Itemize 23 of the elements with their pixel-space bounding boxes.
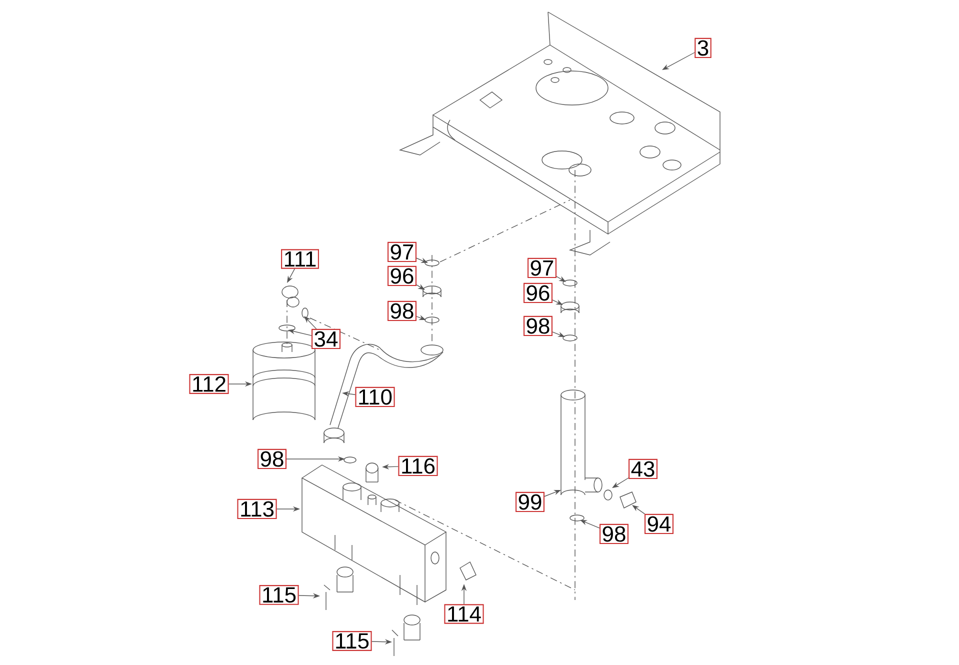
callout-number: 43 — [628, 458, 658, 480]
callout-number: 3 — [694, 38, 712, 58]
callout-number: 34 — [312, 328, 340, 350]
callout-number: 112 — [189, 374, 229, 394]
callout-number: 116 — [398, 456, 438, 476]
callout-number: 114 — [444, 604, 484, 624]
callout-number: 115 — [332, 631, 372, 651]
callout-number: 115 — [259, 585, 299, 605]
callout-number: 98 — [524, 316, 552, 336]
callout-number: 96 — [524, 282, 552, 304]
leader-line — [304, 316, 317, 330]
callout-number: 98 — [388, 300, 416, 322]
callout-number: 113 — [237, 498, 277, 520]
callout-number: 111 — [281, 249, 319, 269]
callout-number: 96 — [388, 266, 416, 286]
callout-number: 97 — [388, 242, 416, 262]
callout-number: 94 — [644, 514, 674, 534]
callout-number: 98 — [258, 448, 286, 470]
callout-number: 97 — [528, 258, 556, 278]
callout-number: 110 — [355, 386, 395, 408]
leader-line — [632, 505, 646, 514]
callout-number: 99 — [516, 492, 544, 512]
callout-number: 98 — [600, 524, 628, 544]
